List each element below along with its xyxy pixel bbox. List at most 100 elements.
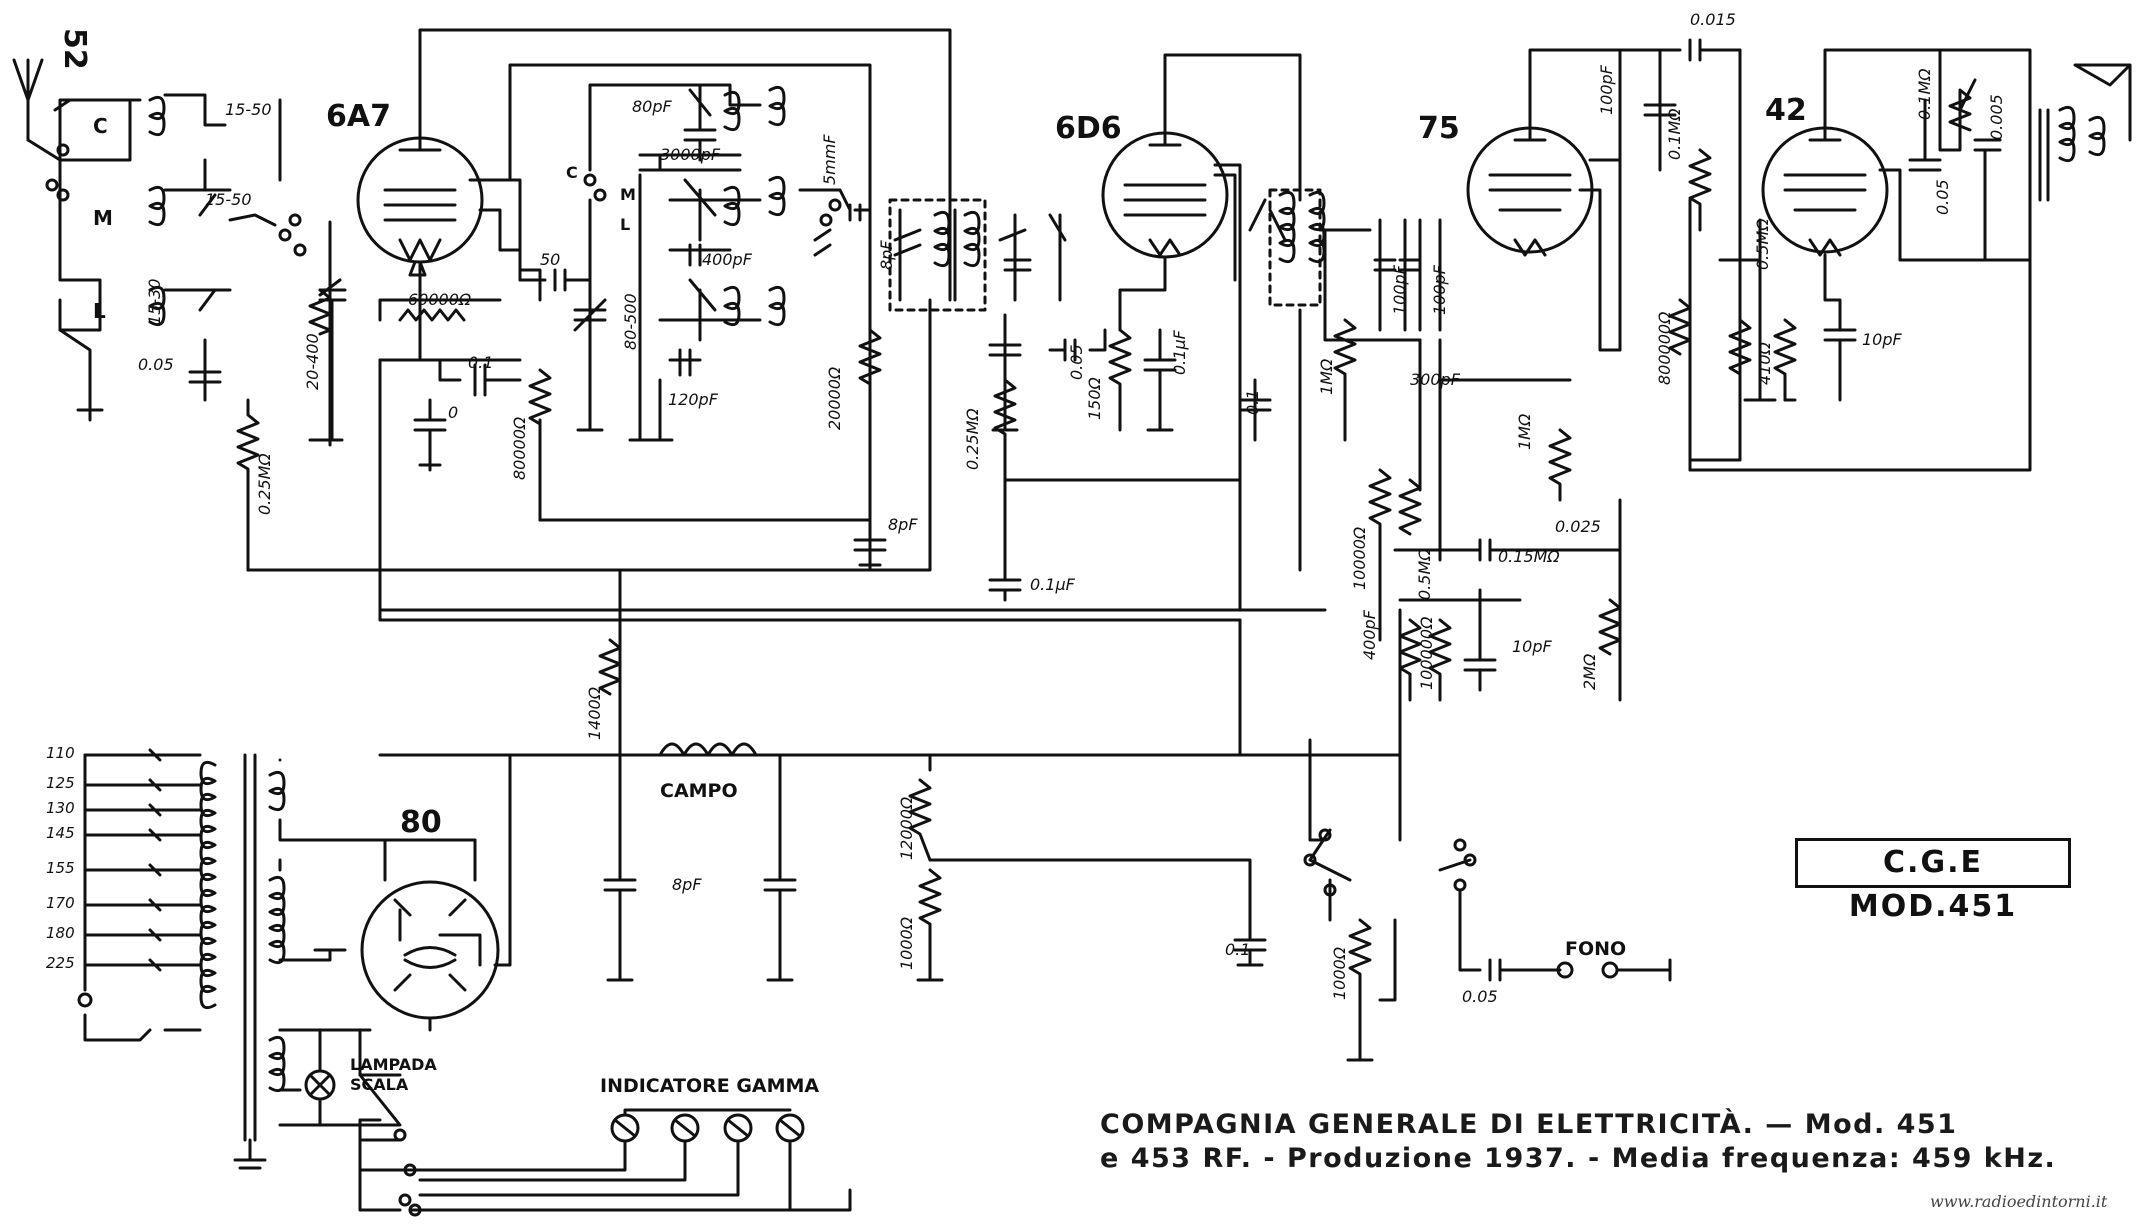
cap-10pf-a-value: 10pF xyxy=(1512,637,1553,656)
resistor-025-ant xyxy=(236,398,260,572)
cap-0-value: 0 xyxy=(448,403,458,422)
field-coil-campo xyxy=(658,742,758,757)
cap-10pf-b-value: 10pF xyxy=(1862,330,1903,349)
resistor-2mo-value: 2MΩ xyxy=(1580,653,1599,690)
lampada-label-1: LAMPADA xyxy=(350,1055,437,1074)
tube-label-6d6: 6D6 xyxy=(1055,111,1122,146)
coil-l-label: L xyxy=(93,299,106,323)
resistor-01mo-b-value: 0.1MΩ xyxy=(1915,68,1934,120)
indicatore-gamma-label: INDICATORE GAMMA xyxy=(600,1075,819,1097)
osc-l-label: L xyxy=(620,215,630,234)
variable-capacitor-20-400 xyxy=(318,288,347,442)
mains-tap-225: 225 xyxy=(46,954,75,972)
cap-005-ant-value: 0.05 xyxy=(138,355,174,374)
cap-005-if-value: 0.05 xyxy=(1067,344,1086,380)
cap-01-if-value: 0.1µF xyxy=(1170,329,1189,375)
cap-80pf-value: 80pF xyxy=(632,97,673,116)
trim-1-value: 15-50 xyxy=(225,100,272,119)
osc-c-label: C xyxy=(566,163,578,182)
tube-label-75: 75 xyxy=(1418,111,1460,146)
model-label-box: C.G.E MOD.451 xyxy=(1795,838,2071,924)
resistor-01mo-value: 0.1MΩ xyxy=(1665,108,1684,160)
tube-label-80: 80 xyxy=(400,805,442,840)
resistor-12000-value: 12000Ω xyxy=(897,796,916,860)
cap-400pf-b-value: 400pF xyxy=(1360,609,1379,660)
caption-line-2: e 453 RF. - Produzione 1937. - Media fre… xyxy=(1100,1143,2057,1174)
resistor-800000-value: 800000Ω xyxy=(1655,311,1674,385)
cap-0015-value: 0.015 xyxy=(1690,10,1736,29)
page-number: 52 xyxy=(57,28,92,70)
coil-c-label: C xyxy=(93,114,108,138)
mains-tap-145: 145 xyxy=(46,824,75,842)
cap-01a-value: 0.1 xyxy=(468,353,493,372)
caption: COMPAGNIA GENERALE DI ELETTRICITÀ. — Mod… xyxy=(1100,1108,2080,1176)
resistor-1mo-b-value: 1MΩ xyxy=(1515,413,1534,450)
antenna-symbol xyxy=(12,58,44,142)
lampada-label-2: SCALA xyxy=(350,1075,409,1094)
trim-3-value: 15-30 xyxy=(145,279,164,326)
cap-100pf-b-value: 100pF xyxy=(1430,264,1449,315)
cap-0025-value: 0.025 xyxy=(1555,517,1601,536)
cap-400pf-value: 400pF xyxy=(702,250,753,269)
resistor-1000-value: 1000Ω xyxy=(897,916,916,970)
caption-line-1: COMPAGNIA GENERALE DI ELETTRICITÀ. — Mod… xyxy=(1100,1109,1958,1140)
resistor-025b-value: 0.25MΩ xyxy=(963,408,982,470)
mains-tap-110: 110 xyxy=(46,744,75,762)
cap-300pf-value: 300pF xyxy=(1410,370,1461,389)
cap-01c-value: 0.1 xyxy=(1225,940,1250,959)
mains-tap-155: 155 xyxy=(46,859,75,877)
fono-label: FONO xyxy=(1565,938,1626,960)
watermark: www.radioedintorni.it xyxy=(1930,1192,2108,1211)
cap-005-tone-value: 0.05 xyxy=(1933,179,1952,215)
mains-tap-selector xyxy=(77,748,202,1042)
resistor-60000-value: 60000Ω xyxy=(408,290,472,309)
power-transformer xyxy=(199,753,477,1170)
band-switch-1 xyxy=(45,143,842,257)
tube-6a7 xyxy=(356,136,484,264)
cap-120pf-value: 120pF xyxy=(668,390,719,409)
mains-tap-170: 170 xyxy=(46,894,75,912)
cap-100pf-c-value: 100pF xyxy=(1597,64,1616,115)
resistor-05mo-value: 0.5MΩ xyxy=(1415,548,1434,600)
resistor-150-value: 150Ω xyxy=(1085,376,1104,420)
resistor-1400-value: 1400Ω xyxy=(585,686,604,740)
osc-m-label: M xyxy=(620,185,636,204)
resistor-80000-value: 80000Ω xyxy=(510,416,529,480)
resistor-50-value: 50 xyxy=(540,250,560,269)
mains-tap-130: 130 xyxy=(46,799,75,817)
resistor-1000b-value: 1000Ω xyxy=(1330,946,1349,1000)
band-indicator-lamps xyxy=(358,1108,852,1217)
antenna-coil-group xyxy=(26,98,142,422)
band-coils xyxy=(148,93,282,402)
resistor-015mo-value: 0.15MΩ xyxy=(1498,547,1560,566)
coil-m-label: M xyxy=(93,206,113,230)
cap-005-fono-value: 0.05 xyxy=(1462,987,1498,1006)
resistor-100000-value: 100000Ω xyxy=(1417,616,1436,690)
resistor-025-value: 0.25MΩ xyxy=(255,453,274,515)
tube-6d6 xyxy=(1101,131,1229,259)
variable-cap-value: 20-400 xyxy=(303,333,322,390)
trim-2-value: 15-50 xyxy=(205,190,252,209)
cap-01pf-value: 0.1µF xyxy=(1030,575,1076,594)
tube-label-6a7: 6A7 xyxy=(326,99,391,134)
cap-8pf-b-value: 8pF xyxy=(877,240,896,270)
resistor-1mo-a-value: 1MΩ xyxy=(1317,358,1336,395)
mains-tap-125: 125 xyxy=(46,774,75,792)
tube-80 xyxy=(360,880,500,1020)
mains-tap-180: 180 xyxy=(46,924,75,942)
campo-label: CAMPO xyxy=(660,780,738,802)
cap-8pf-a-value: 8pF xyxy=(888,515,918,534)
speaker-icon xyxy=(2073,63,2132,142)
resistor-10000-value: 10000Ω xyxy=(1350,526,1369,590)
cap-80-500-value: 80-500 xyxy=(621,293,640,350)
tube-label-42: 42 xyxy=(1765,93,1807,128)
cap-01b-value: 0.1 xyxy=(1243,390,1262,415)
resistor-20000-value: 20000Ω xyxy=(825,366,844,430)
resistor-05mo-b-value: 0.5MΩ xyxy=(1753,218,1772,270)
cap-005-out-value: 0.005 xyxy=(1987,94,2006,140)
resistor-410-value: 410Ω xyxy=(1755,341,1774,385)
cap-3000pf-value: 3000pF xyxy=(660,145,721,164)
cap-5mmf-value: 5mmF xyxy=(820,134,839,185)
cap-8pf-c-value: 8pF xyxy=(672,875,702,894)
